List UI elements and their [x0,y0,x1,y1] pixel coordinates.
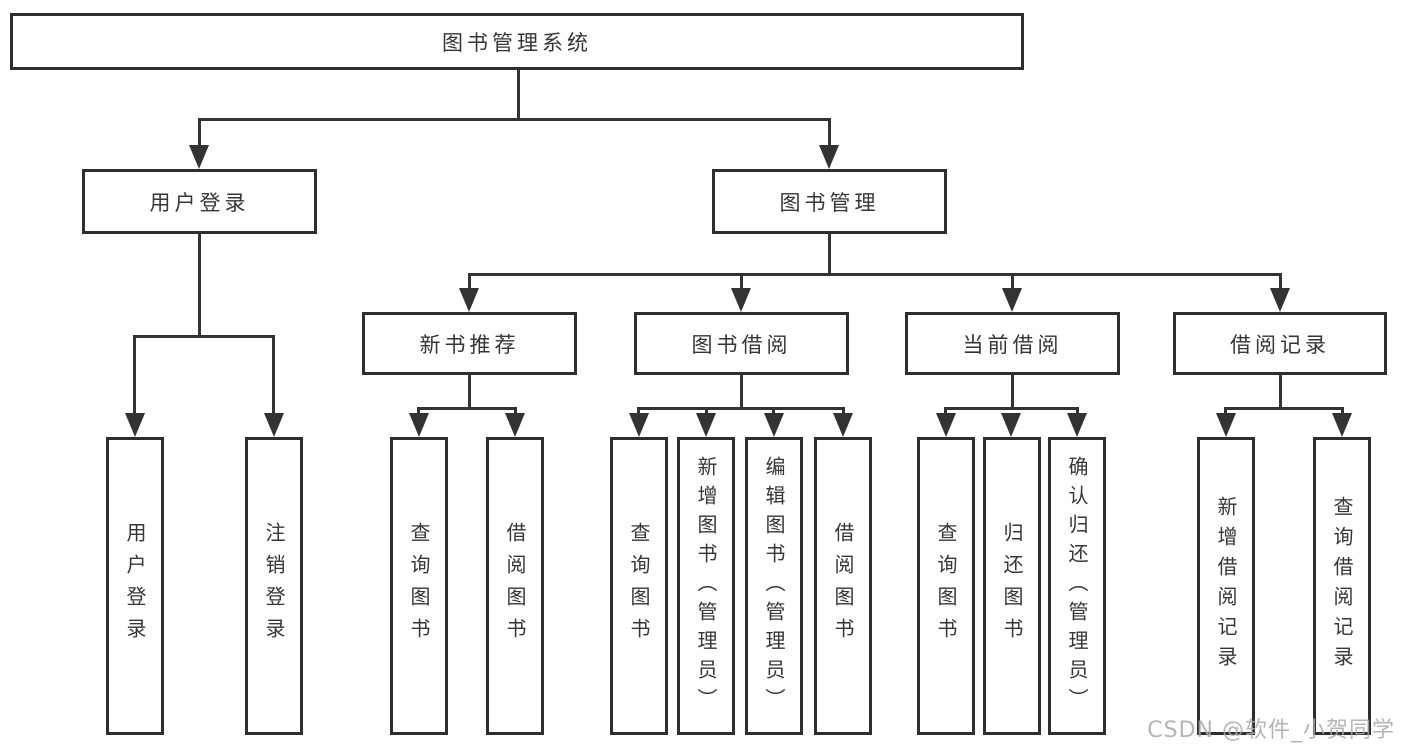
connector-line [637,407,640,416]
leaf-logout: 注销登录 [245,437,303,735]
node-user-login: 用户登录 [82,169,317,234]
node-borrow-records: 借阅记录 [1173,312,1387,375]
leaf-label: 查询借阅记录 [1330,496,1354,676]
arrowhead-icon [409,413,429,437]
connector-line [198,118,831,121]
connector-line [198,234,201,335]
leaf-user-login: 用户登录 [106,437,164,735]
arrowhead-icon [764,413,784,437]
connector-line [740,273,743,291]
leaf-query-borrow-record: 查询借阅记录 [1313,437,1371,735]
arrowhead-icon [505,413,525,437]
leaf-query-books: 查询图书 [610,437,668,735]
connector-line [1279,375,1282,407]
leaf-label: 借阅图书 [831,522,855,650]
connector-line [828,234,831,273]
leaf-label: 注销登录 [262,522,286,650]
arrowhead-icon [1002,288,1022,312]
node-label: 图书借阅 [691,332,792,357]
leaf-label: 用户登录 [123,522,147,650]
node-current-borrow: 当前借阅 [905,312,1120,375]
arrowhead-icon [1001,413,1021,437]
connector-line [417,407,517,410]
leaf-label: 查询图书 [627,522,651,650]
connector-line [198,118,201,148]
connector-line [468,375,471,407]
connector-line [842,407,845,416]
connector-line [828,118,831,148]
csdn-watermark: CSDN @软件_小贺同学 [1147,718,1395,743]
arrowhead-icon [189,145,209,169]
node-label: 新书推荐 [419,332,520,357]
connector-line [417,407,420,416]
arrowhead-icon [1270,288,1290,312]
leaf-label: 新增图书（管理员） [694,455,718,717]
connector-line [1279,273,1282,291]
connector-line [740,375,743,407]
connector-line [1341,407,1344,416]
arrowhead-icon [819,145,839,169]
connector-line [468,273,1282,276]
connector-line [1076,407,1079,416]
leaf-label: 归还图书 [1000,522,1024,650]
leaf-label: 借阅图书 [503,522,527,650]
connector-line [1224,407,1344,410]
connector-line [133,335,136,415]
arrowhead-icon [731,288,751,312]
node-book-management: 图书管理 [712,169,947,234]
node-label: 图书管理系统 [442,30,592,55]
leaf-label: 查询图书 [407,522,431,650]
arrowhead-icon [1332,413,1352,437]
leaf-borrow-books: 借阅图书 [486,437,544,735]
leaf-query-books: 查询图书 [917,437,975,735]
connector-line [772,407,775,416]
node-root-library-system: 图书管理系统 [10,13,1024,70]
arrowhead-icon [936,413,956,437]
arrowhead-icon [1216,413,1236,437]
connector-line [1011,375,1014,407]
leaf-label: 确认归还（管理员） [1065,455,1089,717]
leaf-return-book: 归还图书 [983,437,1041,735]
connector-line [133,335,275,338]
node-label: 图书管理 [779,190,880,215]
connector-line [272,335,275,415]
connector-line [637,407,845,410]
leaf-edit-book-admin: 编辑图书（管理员） [745,437,803,735]
node-new-book-recommend: 新书推荐 [362,312,577,375]
leaf-label: 编辑图书（管理员） [762,455,786,717]
connector-line [517,70,520,118]
connector-line [1011,273,1014,291]
arrowhead-icon [696,413,716,437]
connector-line [514,407,517,416]
node-label: 当前借阅 [962,332,1063,357]
arrowhead-icon [125,413,145,437]
arrowhead-icon [1067,413,1087,437]
node-label: 借阅记录 [1230,332,1330,357]
leaf-add-book-admin: 新增图书（管理员） [677,437,735,735]
leaf-confirm-return-admin: 确认归还（管理员） [1048,437,1106,735]
node-book-borrow: 图书借阅 [634,312,849,375]
leaf-query-books: 查询图书 [390,437,448,735]
connector-line [1224,407,1227,416]
arrowhead-icon [264,413,284,437]
connector-line [944,407,1079,410]
leaf-borrow-books: 借阅图书 [814,437,872,735]
node-label: 用户登录 [149,190,250,215]
leaf-label: 新增借阅记录 [1214,496,1238,676]
arrowhead-icon [459,288,479,312]
connector-line [468,273,471,291]
arrowhead-icon [629,413,649,437]
connector-line [705,407,708,416]
arrowhead-icon [833,413,853,437]
leaf-label: 查询图书 [934,522,958,650]
leaf-add-borrow-record: 新增借阅记录 [1197,437,1255,735]
connector-line [944,407,947,416]
